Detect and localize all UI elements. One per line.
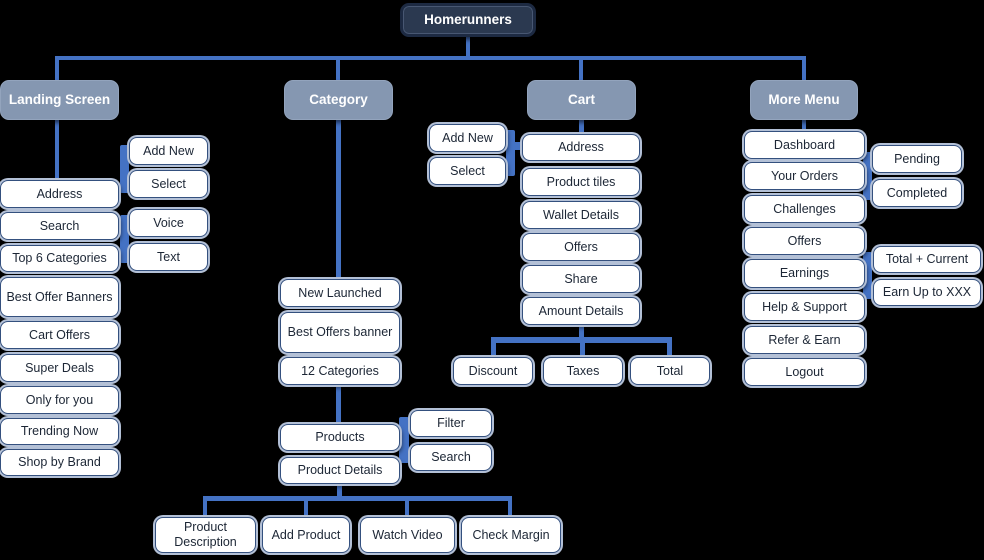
node-product-details: Product Details — [280, 457, 400, 484]
node-more-menu: More Menu — [750, 80, 858, 120]
node-cart-offers-item: Offers — [522, 233, 640, 261]
connector-drop-add-product — [304, 496, 308, 517]
node-best-offers-banner: Best Offers banner — [280, 312, 400, 353]
connector-landing-feed — [55, 120, 59, 181]
node-landing-address: Address — [0, 180, 119, 208]
node-landing-select: Select — [129, 170, 208, 198]
node-more-offers: Offers — [744, 227, 865, 255]
node-refer-earn: Refer & Earn — [744, 326, 865, 354]
node-text: Text — [129, 243, 208, 271]
node-voice: Voice — [129, 209, 208, 237]
connector-product-details-feed — [337, 484, 342, 498]
connector-more-feed — [802, 120, 806, 132]
node-pending: Pending — [872, 145, 962, 173]
node-taxes: Taxes — [543, 357, 623, 385]
node-logout: Logout — [744, 358, 865, 386]
node-landing-add-new: Add New — [129, 137, 208, 165]
node-total: Total — [630, 357, 710, 385]
node-add-product: Add Product — [262, 517, 350, 553]
connector-bracket-landing-address — [120, 145, 129, 193]
node-products: Products — [280, 424, 400, 451]
connector-drop-taxes — [580, 337, 585, 357]
connector-bracket-your-orders — [863, 152, 872, 200]
connector-bracket-cart-address-stub — [510, 142, 524, 150]
node-total-current: Total + Current — [873, 246, 981, 273]
node-earnings: Earnings — [744, 259, 865, 288]
node-cart-offers: Cart Offers — [0, 321, 119, 349]
node-help-support: Help & Support — [744, 293, 865, 321]
connector-drop-cart — [579, 56, 583, 81]
node-share: Share — [522, 265, 640, 293]
connector-categories-to-products — [336, 385, 341, 425]
node-dashboard: Dashboard — [744, 131, 865, 159]
node-completed: Completed — [872, 179, 962, 207]
node-wallet-details: Wallet Details — [522, 201, 640, 229]
node-shop-by-brand: Shop by Brand — [0, 449, 119, 476]
node-your-orders: Your Orders — [744, 162, 865, 190]
node-watch-video: Watch Video — [360, 517, 455, 553]
connector-bracket-cart-address — [506, 130, 515, 176]
node-product-description: Product Description — [155, 517, 256, 553]
connector-amount-feed — [579, 325, 584, 340]
node-check-margin: Check Margin — [461, 517, 561, 553]
connector-drop-discount — [491, 337, 496, 357]
node-12-categories: 12 Categories — [280, 357, 400, 385]
connector-bottom-hline — [203, 496, 512, 501]
connector-category-feed — [336, 120, 341, 280]
node-category-search: Search — [410, 444, 492, 471]
node-amount-details: Amount Details — [522, 297, 640, 325]
node-category: Category — [284, 80, 393, 120]
node-cart-select: Select — [429, 157, 506, 185]
connector-bracket-landing-search — [120, 215, 129, 263]
connector-bracket-products — [399, 417, 409, 463]
node-filter: Filter — [410, 410, 492, 437]
connector-top-hline — [55, 56, 806, 60]
connector-drop-check-margin — [508, 496, 512, 517]
connector-drop-total — [667, 337, 672, 357]
node-new-launched: New Launched — [280, 279, 400, 307]
node-top-6-categories: Top 6 Categories — [0, 245, 119, 272]
connector-drop-more — [802, 56, 806, 81]
node-best-offer-banners: Best Offer Banners — [0, 277, 119, 317]
node-only-for-you: Only for you — [0, 386, 119, 414]
connector-drop-product-description — [203, 496, 207, 517]
connector-drop-landing — [55, 56, 59, 81]
node-landing-search: Search — [0, 212, 119, 240]
node-landing-screen: Landing Screen — [0, 80, 119, 120]
node-cart-add-new: Add New — [429, 124, 506, 152]
node-challenges: Challenges — [744, 195, 865, 223]
node-cart: Cart — [527, 80, 636, 120]
node-cart-address: Address — [522, 134, 640, 161]
node-earn-up-to-xxx: Earn Up to XXX — [873, 279, 981, 306]
connector-drop-watch-video — [405, 496, 409, 517]
node-discount: Discount — [453, 357, 533, 385]
node-homerunners: Homerunners — [400, 3, 536, 37]
node-product-tiles: Product tiles — [522, 168, 640, 196]
connector-bracket-earnings — [863, 252, 872, 299]
connector-cart-feed — [579, 120, 584, 135]
node-super-deals: Super Deals — [0, 354, 119, 382]
node-trending-now: Trending Now — [0, 418, 119, 445]
connector-drop-category — [336, 56, 340, 81]
connector-root-feed — [466, 37, 470, 58]
